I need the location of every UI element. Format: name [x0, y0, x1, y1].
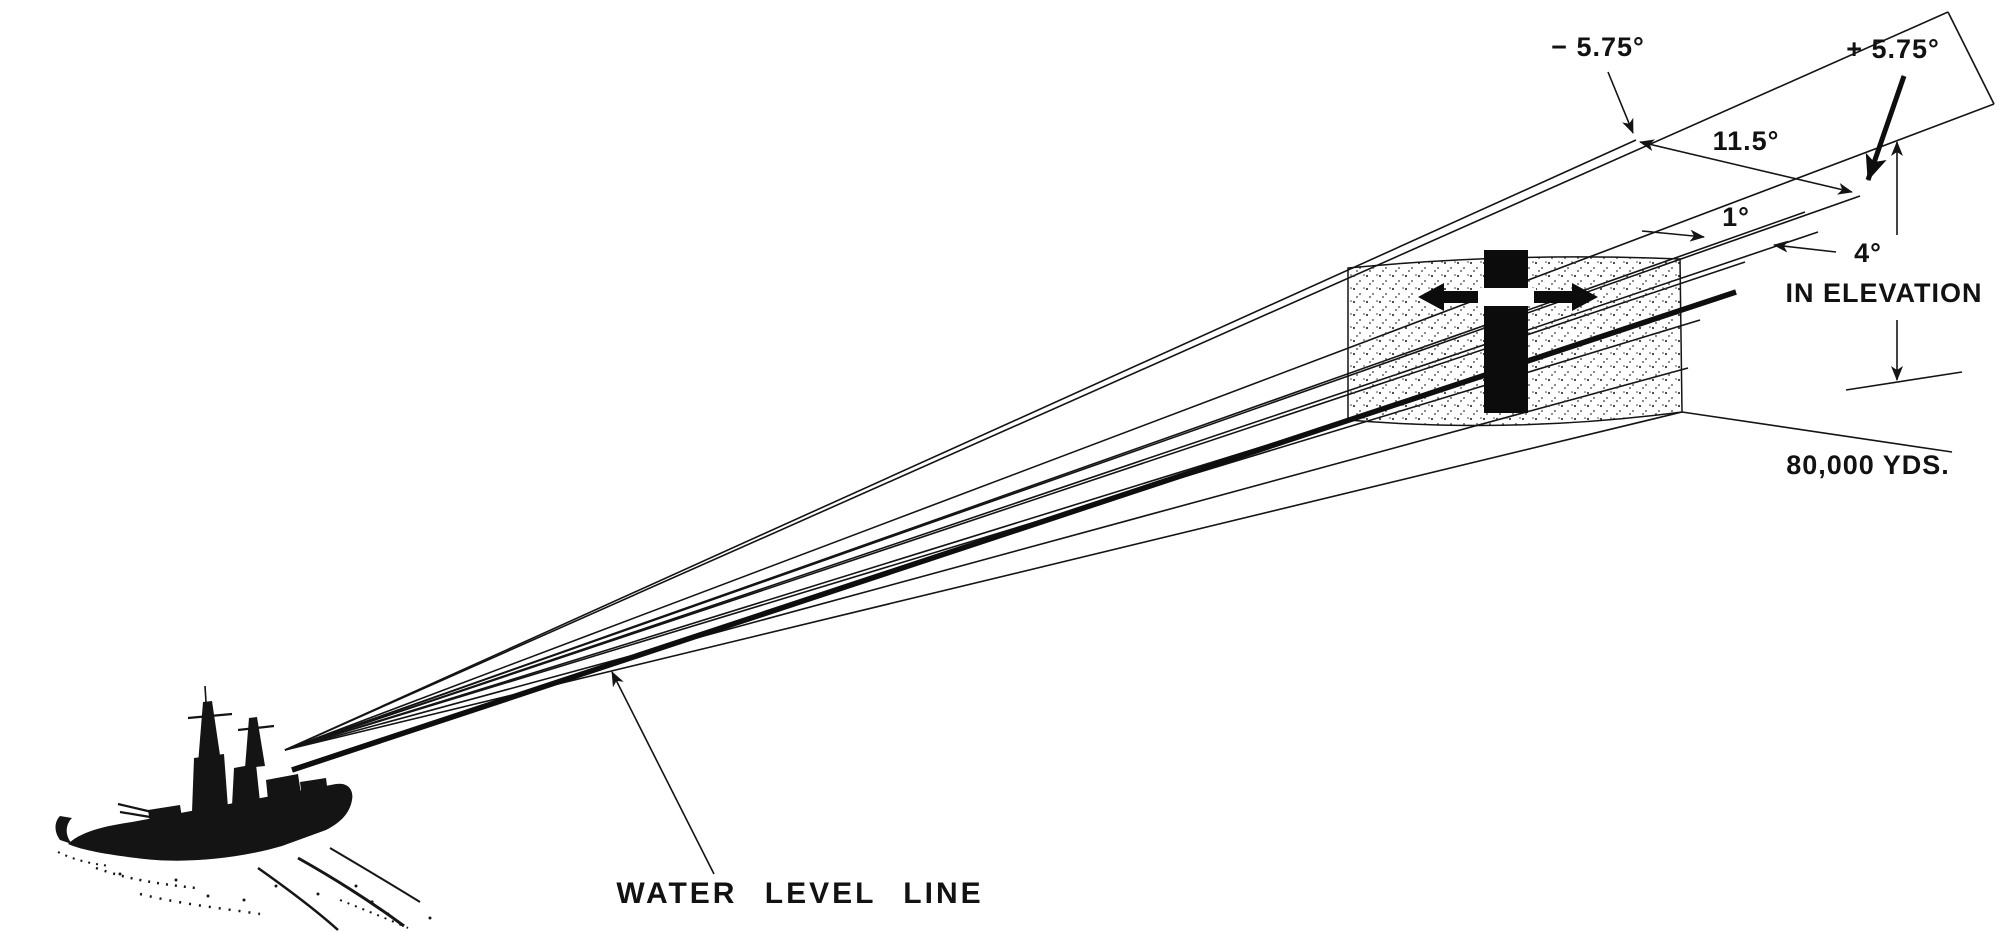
ship-turret-aft — [300, 778, 328, 798]
label-elevation-angle: 4° — [1854, 238, 1882, 268]
labels: − 5.75° + 5.75° 11.5° 1° 4° IN ELEVATION… — [616, 32, 1982, 910]
neg-bearing-leader — [1607, 71, 1634, 134]
label-beam-width: 1° — [1722, 202, 1750, 232]
label-water-level-line: WATER LEVEL LINE — [616, 877, 983, 910]
beam-line — [284, 419, 1349, 751]
beam-line — [284, 411, 1683, 751]
left-arrow-icon — [1418, 283, 1478, 311]
ship-tower — [192, 754, 228, 812]
ship-mast-aft — [245, 717, 265, 768]
target-bar-notch — [1476, 288, 1536, 306]
sea-texture-line — [339, 899, 409, 929]
range-leader-line — [1681, 411, 1953, 453]
beam-line — [284, 103, 1995, 751]
lower-envelope-tick — [1845, 371, 1963, 391]
label-total-bearing: 11.5° — [1713, 126, 1780, 156]
ship-structure-aft — [266, 774, 301, 800]
right-arrow-icon — [1534, 283, 1598, 311]
ship-silhouette — [55, 685, 353, 861]
label-neg-bearing: − 5.75° — [1551, 32, 1645, 62]
ship-gun-barrel — [119, 810, 157, 820]
wake-line — [257, 866, 339, 931]
sea-texture-line — [57, 851, 111, 867]
label-range: 80,000 YDS. — [1786, 450, 1950, 480]
target-bar — [1484, 250, 1528, 413]
total-bearing-dimension — [1745, 166, 1853, 195]
ship-yardarm — [237, 724, 275, 732]
label-elevation-caption: IN ELEVATION — [1785, 278, 1982, 308]
ship-hull — [68, 783, 353, 861]
ship-bow — [55, 816, 72, 844]
ship-turret-forward — [148, 805, 183, 829]
label-pos-bearing: + 5.75° — [1846, 34, 1940, 64]
sea-texture-line — [95, 866, 197, 890]
sea-speckles — [118, 872, 432, 920]
total-bearing-dimension — [1639, 139, 1747, 168]
wake-line — [329, 847, 421, 903]
ship-mast-forward — [198, 701, 221, 764]
beam-width-arrow — [1773, 240, 1837, 253]
beam-line — [284, 139, 1637, 751]
water-line-leader — [611, 671, 715, 875]
ship-antenna — [204, 685, 207, 703]
pos-bearing-leader — [1865, 75, 1907, 181]
fan-closing-edge — [1947, 11, 1995, 105]
sea-texture-line — [139, 892, 261, 916]
beam-width-arrow — [1641, 229, 1705, 242]
beam-fan — [284, 11, 1995, 751]
ship-gun-barrel — [117, 802, 153, 814]
beam-line — [284, 367, 1689, 751]
beam-line — [284, 11, 1949, 751]
ship-stack — [232, 764, 260, 806]
target-bar-group — [1418, 250, 1598, 413]
ship-wake — [57, 847, 432, 931]
wake-line — [297, 856, 405, 928]
ship-yardarm — [187, 712, 233, 720]
dimension-callouts — [611, 71, 1907, 875]
